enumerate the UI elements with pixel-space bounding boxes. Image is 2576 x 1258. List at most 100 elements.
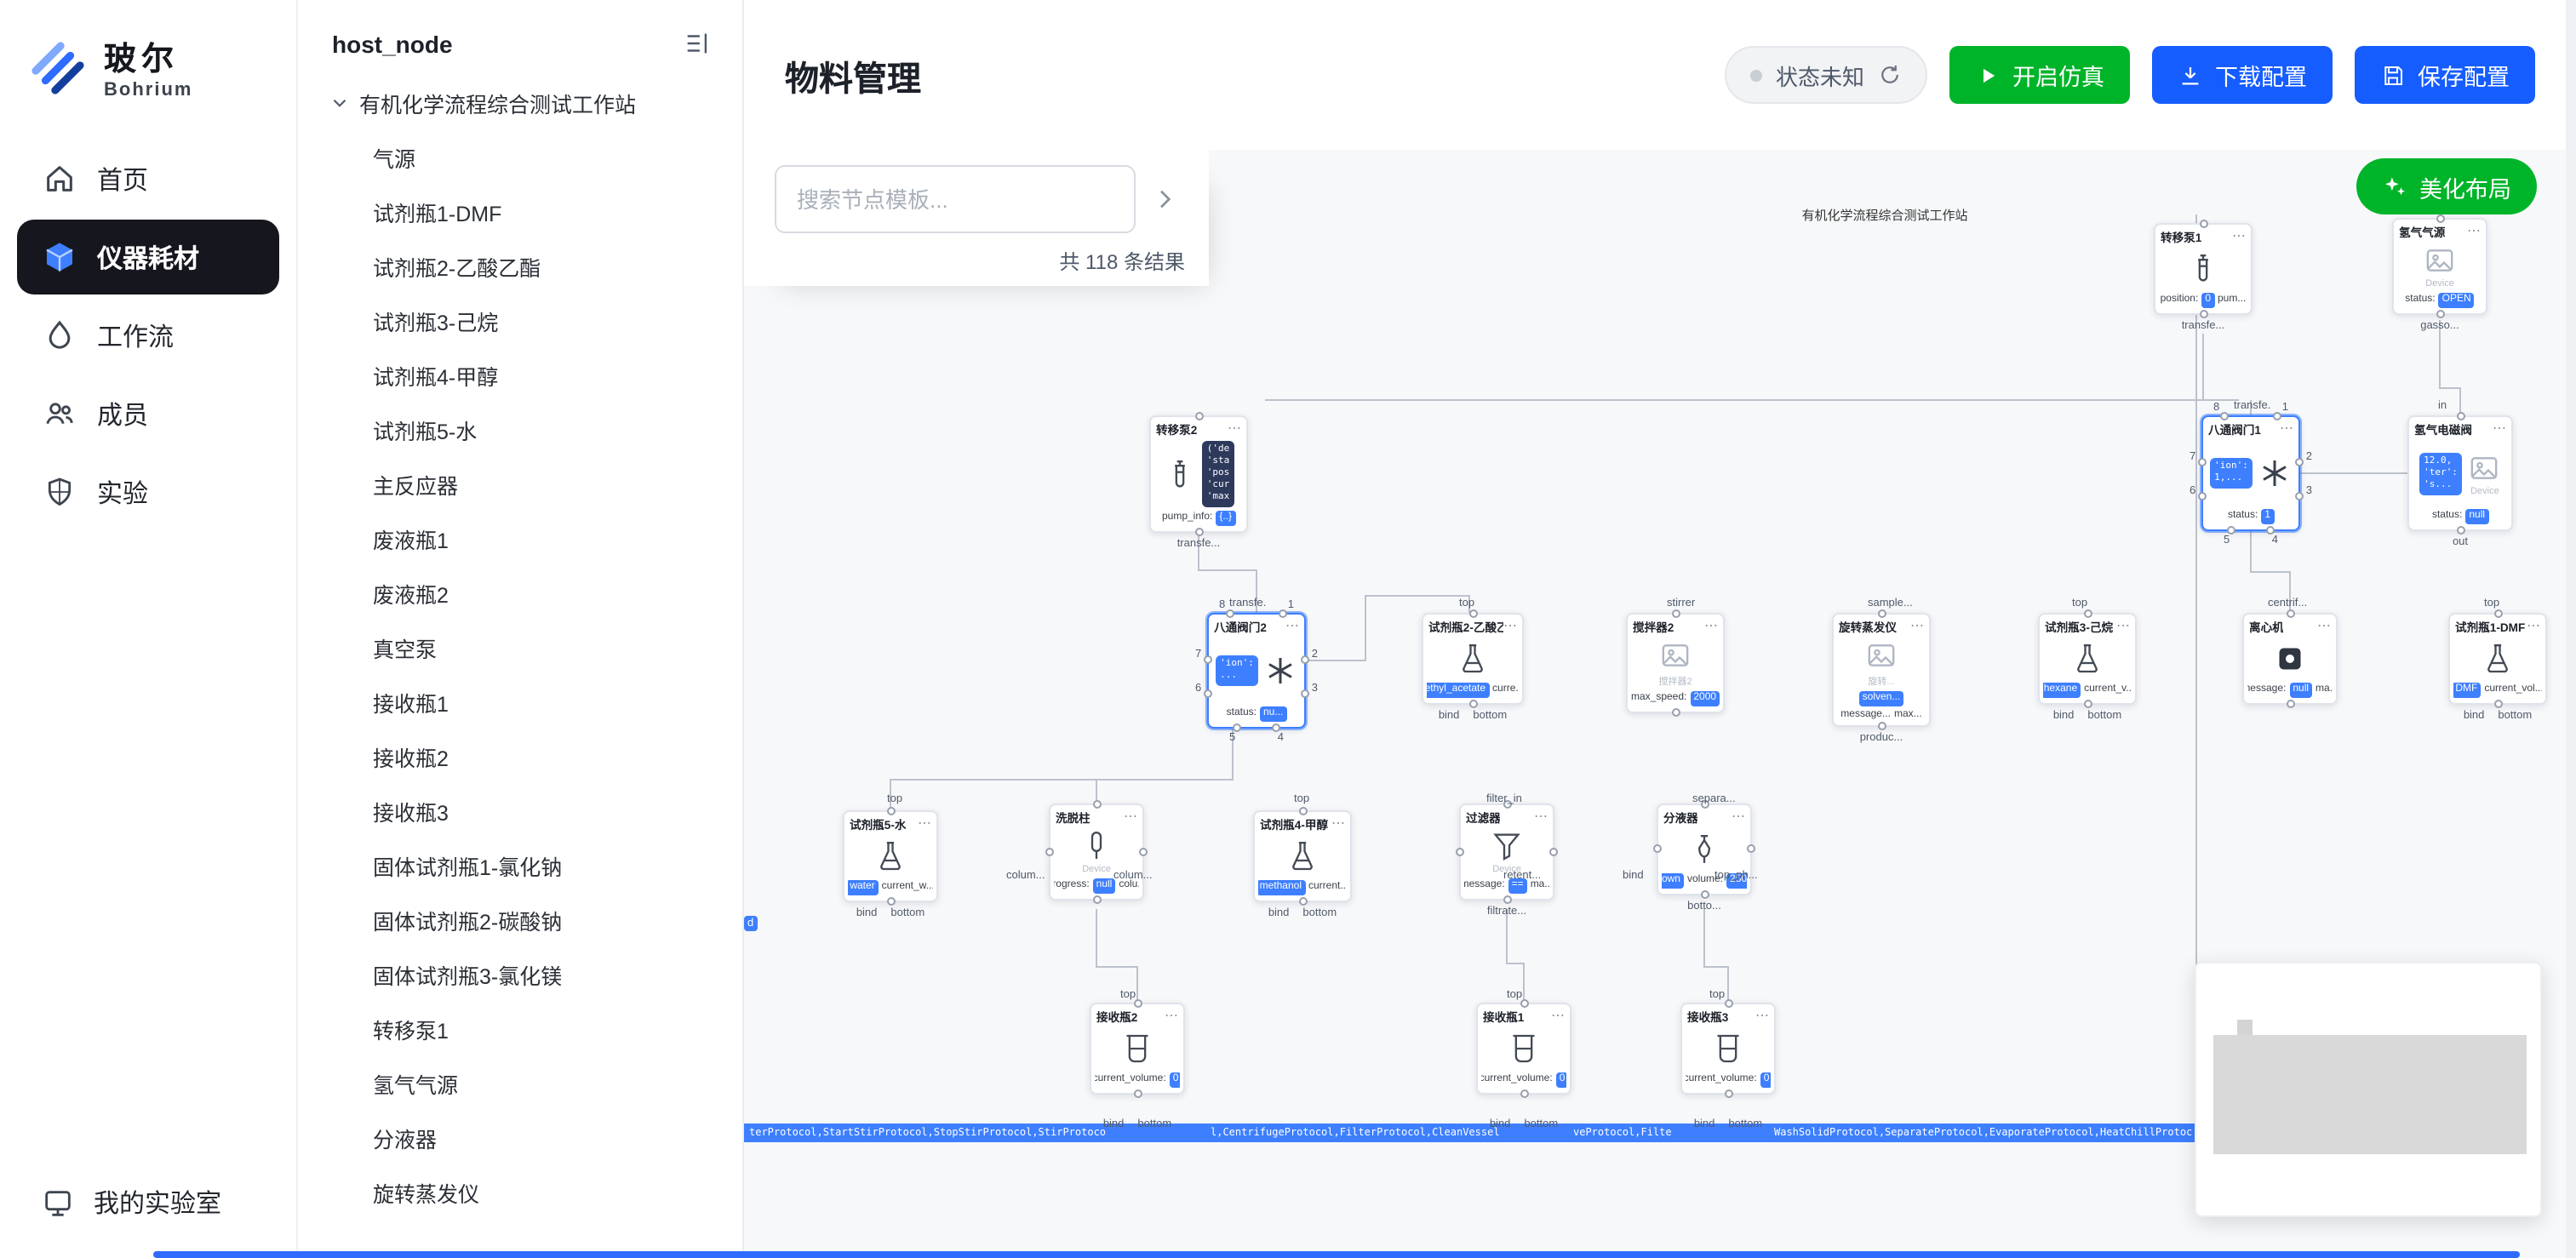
sidebar-item-4[interactable]: 实验 [17,455,279,529]
port[interactable] [1194,412,1203,420]
node-menu-icon[interactable]: ⋯ [918,815,931,831]
node-menu-icon[interactable]: ⋯ [2317,618,2331,633]
port[interactable] [1204,689,1212,698]
port[interactable] [2199,309,2207,317]
brand[interactable]: 玻尔 Bohrium [0,0,296,131]
search-input[interactable] [775,165,1136,233]
panel-collapse-icon[interactable] [683,29,712,58]
node-card[interactable]: 接收瓶2⋯current_volume:0 [1090,999,1185,1097]
port[interactable] [2456,525,2464,534]
node-旋转蒸发仪[interactable]: 旋转蒸发仪⋯旋转...solven...message...max...prod… [1832,609,1931,743]
tree-item-18[interactable]: 分液器 [373,1128,438,1152]
port[interactable] [1298,896,1307,905]
port[interactable] [1133,1089,1142,1097]
port[interactable] [1194,527,1203,535]
sidebar-item-0[interactable]: 首页 [17,141,279,216]
port[interactable] [1139,847,1148,856]
node-离心机[interactable]: 离心机⋯message:nullma... [2242,609,2338,707]
port[interactable] [2493,699,2502,707]
node-menu-icon[interactable]: ⋯ [2493,420,2506,436]
tree-item-1[interactable]: 试剂瓶1-DMF [373,202,502,226]
node-menu-icon[interactable]: ⋯ [1534,809,1548,824]
port[interactable] [1226,609,1234,618]
node-menu-icon[interactable]: ⋯ [1551,1008,1565,1023]
node-试剂瓶2-乙酸乙酯[interactable]: 试剂瓶2-乙酸乙酯⋯ethyl_acetatecurre...b​indbott… [1422,609,1524,721]
port[interactable] [1468,699,1477,707]
tree-item-5[interactable]: 试剂瓶5-水 [373,420,478,443]
port[interactable] [1549,847,1558,856]
node-menu-icon[interactable]: ⋯ [2467,223,2481,238]
horizontal-scrollbar[interactable] [153,1251,2520,1258]
node-card[interactable]: 洗脱柱⋯Deviceprogress:nullcolu... [1045,800,1148,903]
node-menu-icon[interactable]: ⋯ [2116,618,2130,633]
node-过滤器[interactable]: 过滤器⋯Devicemessage:==ma...filtrate... [1456,800,1558,917]
port[interactable] [2456,412,2464,420]
port[interactable] [1700,889,1709,898]
port[interactable] [1747,844,1755,854]
node-card[interactable]: 离心机⋯message:nullma... [2242,609,2338,707]
download-config-button[interactable]: 下载配置 [2152,46,2333,104]
tree-item-10[interactable]: 接收瓶1 [373,692,449,716]
tree-item-19[interactable]: 旋转蒸发仪 [373,1182,480,1206]
port[interactable] [1468,609,1477,618]
port[interactable] [2266,525,2275,534]
port[interactable] [1877,721,1886,729]
port[interactable] [1279,609,1287,618]
sidebar-item-my-lab[interactable]: 我的实验室 [0,1154,296,1258]
port[interactable] [1233,723,1241,731]
port[interactable] [2493,609,2502,618]
node-menu-icon[interactable]: ⋯ [2527,618,2540,633]
minimap[interactable] [2195,962,2542,1217]
port[interactable] [1700,800,1709,809]
node-menu-icon[interactable]: ⋯ [1228,420,1241,436]
sidebar-item-2[interactable]: 工作流 [17,298,279,373]
port[interactable] [2199,220,2207,228]
port[interactable] [2295,492,2304,500]
port[interactable] [2220,412,2229,420]
node-menu-icon[interactable]: ⋯ [1910,618,1924,633]
node-card[interactable]: 接收瓶1⋯current_volume:0 [1476,999,1571,1097]
tree-item-3[interactable]: 试剂瓶3-己烷 [373,311,499,335]
port[interactable] [1877,609,1886,618]
port[interactable] [1298,807,1307,815]
port[interactable] [1503,895,1511,903]
port[interactable] [1671,707,1680,716]
port[interactable] [1724,1089,1732,1097]
refresh-icon[interactable] [1878,63,1902,87]
node-menu-icon[interactable]: ⋯ [2280,420,2293,436]
port[interactable] [2286,699,2294,707]
port[interactable] [1092,895,1101,903]
port[interactable] [2198,458,2207,466]
port[interactable] [1133,999,1142,1008]
node-menu-icon[interactable]: ⋯ [1124,809,1137,824]
tree-item-9[interactable]: 真空泵 [373,638,438,661]
port[interactable] [2436,214,2444,223]
port[interactable] [2295,458,2304,466]
tree-item-2[interactable]: 试剂瓶2-乙酸乙酯 [373,256,541,280]
tree-item-14[interactable]: 固体试剂瓶2-碳酸钠 [373,910,563,934]
port[interactable] [2273,412,2281,420]
node-card[interactable]: 旋转蒸发仪⋯旋转...solven...message...max... [1832,609,1931,729]
node-card[interactable]: 试剂瓶2-乙酸乙酯⋯ethyl_acetatecurre... [1422,609,1524,707]
